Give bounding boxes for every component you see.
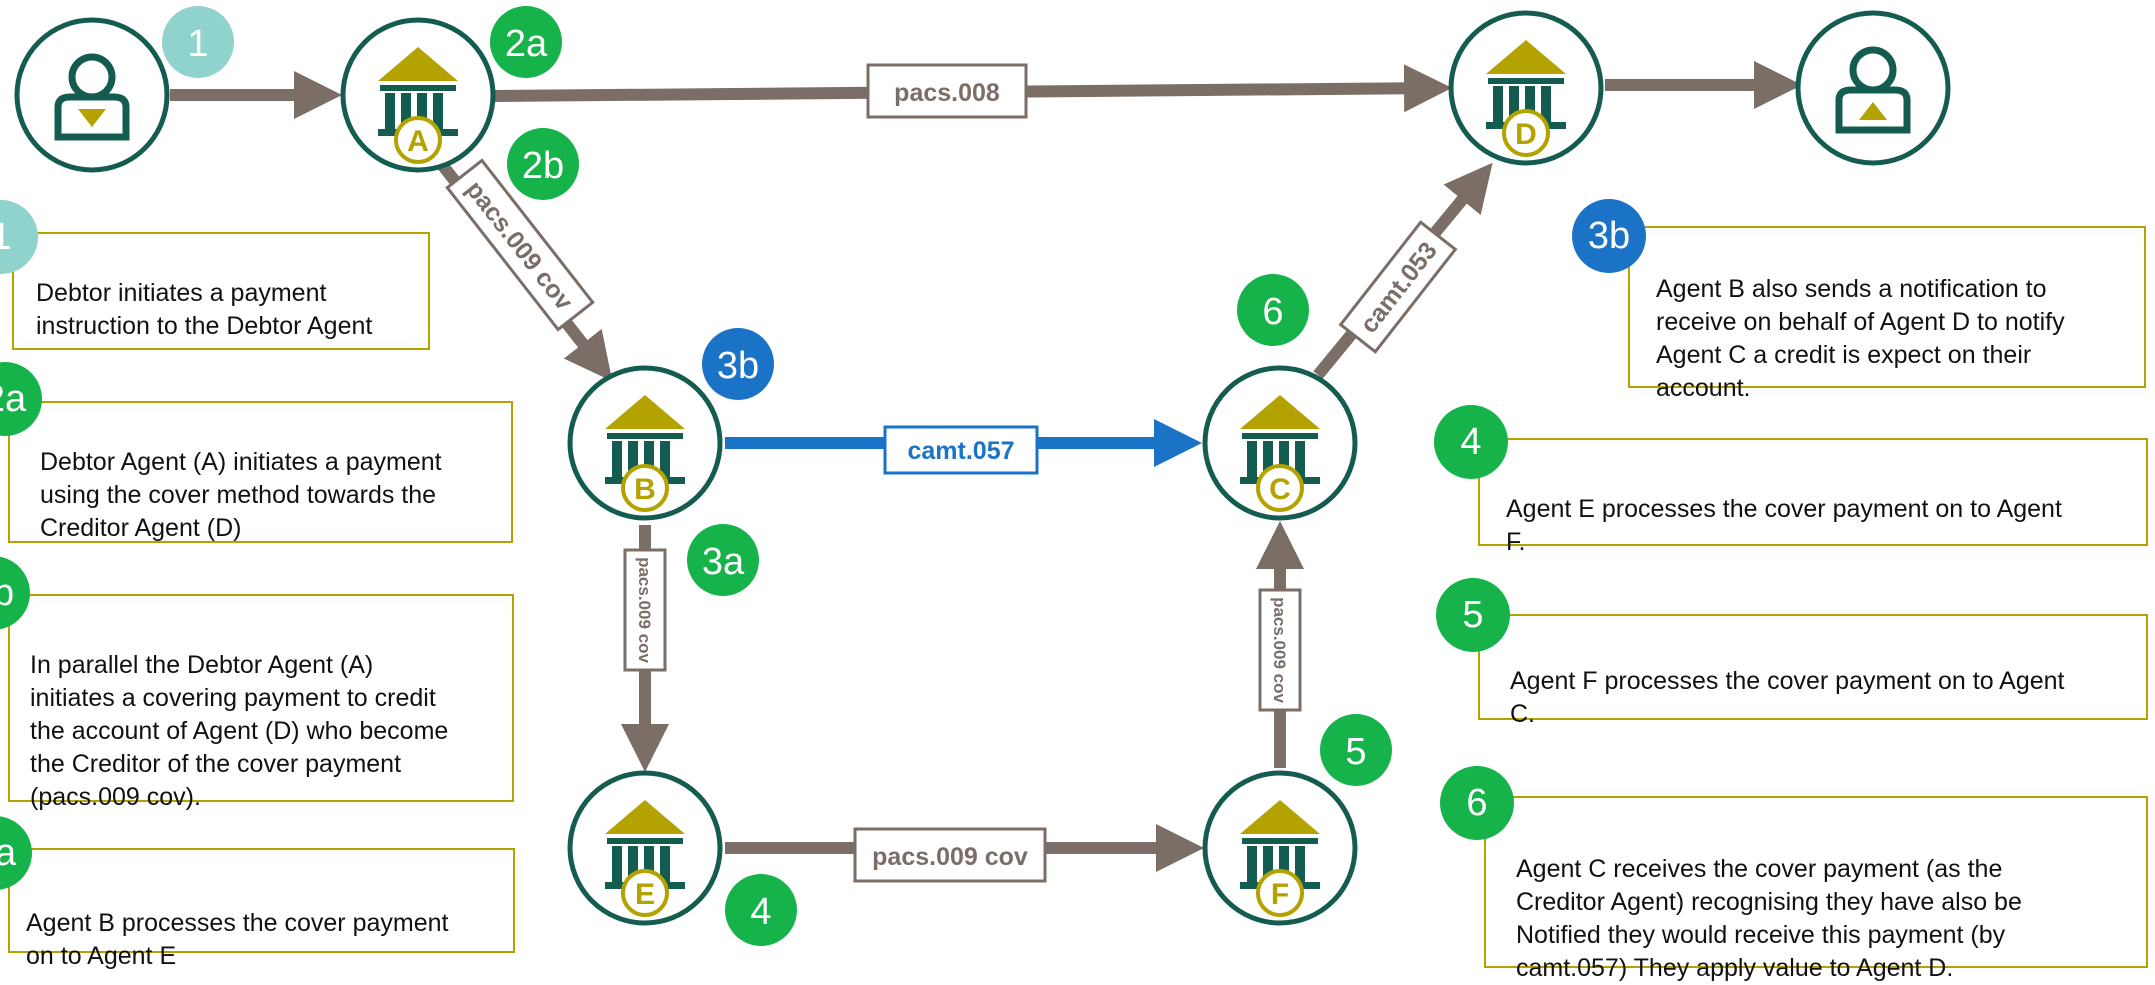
label-a-to-b-text: pacs.009 cov bbox=[460, 176, 578, 316]
label-f-to-c-text: pacs.009 cov bbox=[1270, 597, 1289, 703]
badge-agent-a-top-text: 2a bbox=[505, 23, 548, 65]
label-e-to-f: pacs.009 cov bbox=[853, 827, 1047, 883]
badge-agent-b-bottom: 3a bbox=[687, 524, 759, 596]
creditor-node bbox=[1795, 10, 1951, 166]
creditor-person-icon bbox=[1835, 46, 1911, 134]
badge-agent-a-bottom: 2b bbox=[507, 128, 579, 200]
step-5-badge: 5 bbox=[1436, 578, 1510, 652]
step-3b-text: Agent B also sends a notification to rec… bbox=[1656, 275, 2065, 402]
step-2b-box: In parallel the Debtor Agent (A) initiat… bbox=[8, 594, 514, 811]
agent-e-node: E bbox=[567, 770, 723, 926]
badge-agent-f-text: 5 bbox=[1345, 731, 1366, 773]
step-4-text: Agent E processes the cover payment on t… bbox=[1506, 495, 2062, 556]
label-pacs008: pacs.008 bbox=[866, 63, 1028, 119]
up-triangle-icon bbox=[1859, 102, 1887, 120]
badge-agent-b-top: 3b bbox=[702, 328, 774, 400]
step-6-box: Agent C receives the cover payment (as t… bbox=[1484, 796, 2148, 982]
agent-b-letter: B bbox=[634, 473, 656, 506]
step-2a-text: Debtor Agent (A) initiates a payment usi… bbox=[40, 448, 442, 542]
step-3a-text: Agent B processes the cover payment on t… bbox=[26, 909, 449, 970]
badge-agent-a-top: 2a bbox=[490, 6, 562, 78]
step-2a-badge-text: 2a bbox=[0, 377, 27, 420]
label-f-to-c: pacs.009 cov bbox=[1258, 588, 1302, 712]
badge-agent-c: 6 bbox=[1237, 274, 1309, 346]
step-6-badge-text: 6 bbox=[1466, 781, 1488, 824]
label-pacs008-text: pacs.008 bbox=[894, 79, 1000, 107]
step-5-badge-text: 5 bbox=[1462, 593, 1484, 636]
step-1-box: Debtor initiates a payment instruction t… bbox=[12, 232, 430, 350]
debtor-person-icon bbox=[54, 53, 130, 141]
agent-f-letter: F bbox=[1271, 878, 1289, 911]
label-camt057: camt.057 bbox=[883, 425, 1039, 475]
badge-agent-c-text: 6 bbox=[1262, 291, 1283, 333]
badge-agent-f: 5 bbox=[1320, 714, 1392, 786]
agent-c-node: C bbox=[1202, 365, 1358, 521]
step-3b-badge-text: 3b bbox=[1587, 214, 1631, 257]
agent-d-node: D bbox=[1448, 10, 1604, 166]
agent-b-node: B bbox=[567, 365, 723, 521]
label-b-to-e-text: pacs.009 cov bbox=[635, 557, 654, 663]
step-1-text: Debtor initiates a payment instruction t… bbox=[36, 279, 373, 340]
step-4-badge-text: 4 bbox=[1460, 420, 1482, 463]
step-3a-box: Agent B processes the cover payment on t… bbox=[8, 848, 515, 970]
agent-c-letter: C bbox=[1269, 473, 1291, 506]
step-5-text: Agent F processes the cover payment on t… bbox=[1510, 667, 2065, 728]
step-2b-badge-text: 2b bbox=[0, 571, 15, 614]
step-6-text: Agent C receives the cover payment (as t… bbox=[1516, 855, 2022, 982]
label-b-to-e: pacs.009 cov bbox=[623, 548, 667, 672]
step-2b-text: In parallel the Debtor Agent (A) initiat… bbox=[30, 651, 449, 811]
label-camt053: camt.053 bbox=[1338, 220, 1458, 354]
step-6-badge: 6 bbox=[1440, 766, 1514, 840]
badge-agent-b-top-text: 3b bbox=[717, 345, 759, 387]
step-5-box: Agent F processes the cover payment on t… bbox=[1478, 614, 2148, 728]
down-triangle-icon bbox=[78, 109, 106, 127]
badge-agent-a-bottom-text: 2b bbox=[522, 145, 564, 187]
agent-a-letter: A bbox=[407, 125, 429, 158]
step-3a-badge-text: 3a bbox=[0, 831, 17, 874]
agent-d-letter: D bbox=[1515, 118, 1537, 151]
debtor-node bbox=[14, 17, 170, 173]
badge-agent-e-text: 4 bbox=[750, 891, 771, 933]
step-4-box: Agent E processes the cover payment on t… bbox=[1478, 438, 2148, 556]
step-3b-badge: 3b bbox=[1572, 199, 1646, 273]
step-2a-box: Debtor Agent (A) initiates a payment usi… bbox=[8, 401, 513, 543]
badge-agent-e: 4 bbox=[725, 874, 797, 946]
badge-debtor: 1 bbox=[162, 6, 234, 78]
badge-agent-b-bottom-text: 3a bbox=[702, 541, 745, 583]
agent-f-node: F bbox=[1202, 770, 1358, 926]
step-1-badge-text: 1 bbox=[0, 215, 12, 258]
badge-debtor-text: 1 bbox=[187, 23, 208, 65]
label-e-to-f-text: pacs.009 cov bbox=[872, 843, 1028, 871]
step-4-badge: 4 bbox=[1434, 405, 1508, 479]
step-3b-box: Agent B also sends a notification to rec… bbox=[1628, 226, 2146, 402]
agent-e-letter: E bbox=[635, 878, 655, 911]
label-camt057-text: camt.057 bbox=[907, 437, 1014, 465]
agent-a-node: A bbox=[340, 17, 496, 173]
